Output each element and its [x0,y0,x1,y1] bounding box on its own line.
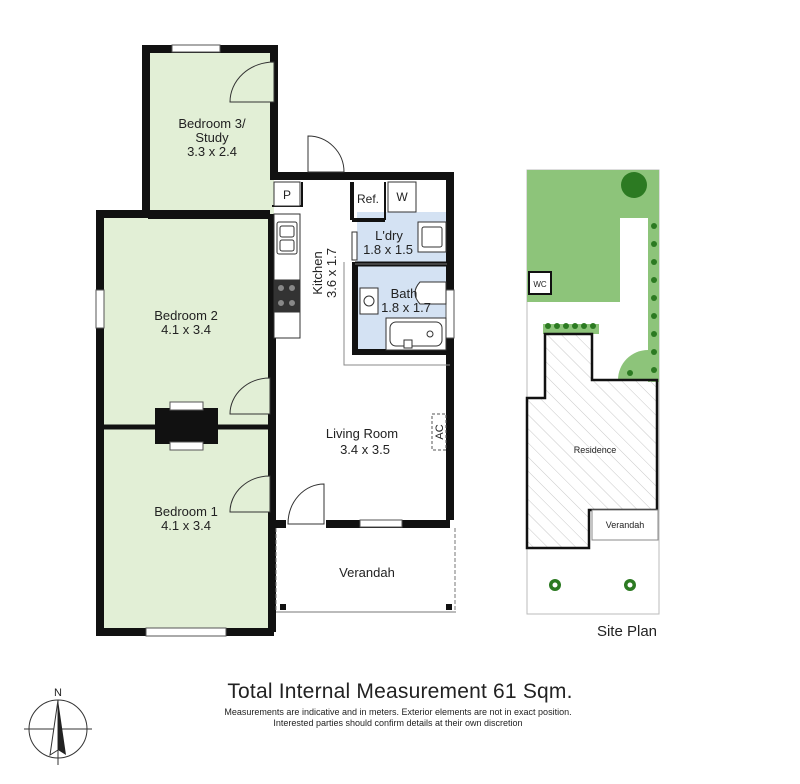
wc-label: WC [533,280,547,289]
kitchen-size: 3.6 x 1.7 [324,248,339,298]
bedroom2-size: 4.1 x 3.4 [161,322,211,337]
site-verandah-label: Verandah [606,520,645,530]
site-verandah [591,509,659,541]
pantry-label: P [283,188,291,202]
kitchen-bench [273,213,301,339]
bedroom1-label: Bedroom 1 [154,504,218,519]
laundry-tub [355,221,447,265]
bedroom2-label: Bedroom 2 [154,308,218,323]
site-plan: WC Residence Verandah [525,169,660,615]
garden-strip [543,324,599,334]
bath-fixtures [359,281,447,351]
verandah-post [280,604,286,610]
living-size: 3.4 x 3.5 [340,442,390,457]
disclaimer-line2: Interested parties should confirm detail… [273,718,523,728]
bedroom3-label-line2: Study [195,130,229,145]
kitchen-label: Kitchen [310,251,325,294]
aircon-unit [431,413,447,451]
disclaimer-line1: Measurements are indicative and in meter… [224,707,572,717]
living-label: Living Room [326,426,398,441]
doors [229,61,358,525]
verandah-outline [275,528,456,613]
shrubs [545,223,657,376]
trees [549,579,636,591]
residence-label: Residence [574,445,617,455]
residence [525,332,659,550]
verandah-label: Verandah [339,565,395,580]
compass-icon [24,699,92,765]
bedroom3-size: 3.3 x 2.4 [187,144,237,159]
washer-label: W [396,190,408,204]
total-measurement: Total Internal Measurement 61 Sqm. [227,680,573,703]
windows [95,44,455,637]
fireplace [155,401,218,451]
fridge-label: Ref. [357,192,379,206]
bath-size: 1.8 x 1.7 [381,300,431,315]
tree-icon [621,172,647,198]
verandah-post [446,604,452,610]
storage [273,181,417,213]
laundry-label: L'dry [375,228,403,243]
bedroom1-floor [103,428,270,632]
aircon-label: AC [434,424,446,439]
bedroom3-label: Bedroom 3/ [178,116,246,131]
bedroom1-size: 4.1 x 3.4 [161,518,211,533]
compass-north-label: N [54,687,62,699]
bath-label: Bath [391,286,418,301]
wc-building [528,271,552,295]
laundry-size: 1.8 x 1.5 [363,242,413,257]
garden-bed [618,350,648,380]
site-plan-title: Site Plan [597,623,657,640]
